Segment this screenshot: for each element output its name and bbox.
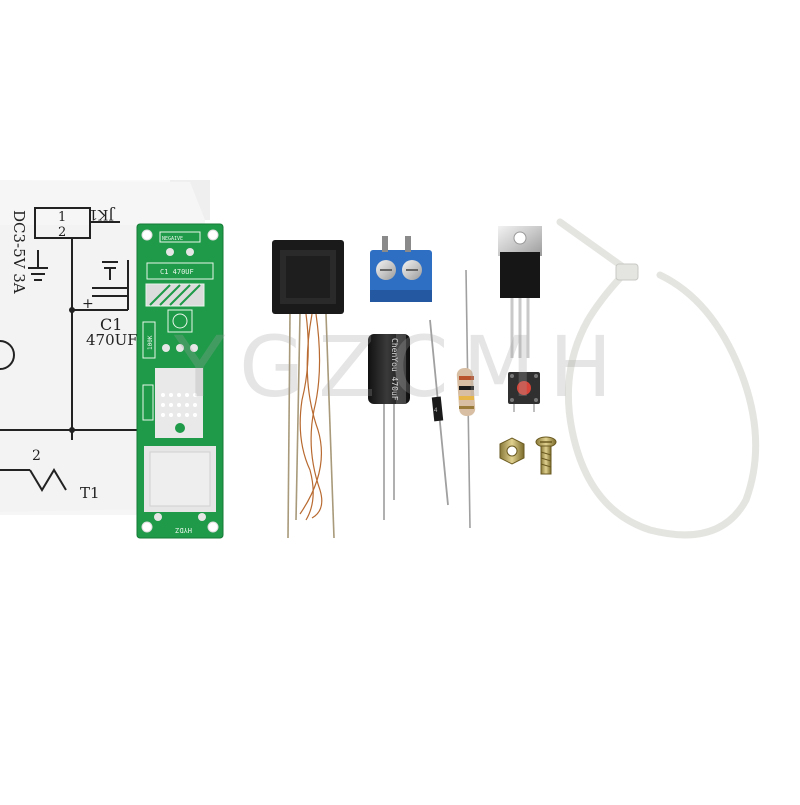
power-transistor bbox=[498, 226, 542, 358]
schematic-cap-value: 470UF bbox=[86, 331, 138, 349]
pcb-top-text: NEGAIVE bbox=[162, 236, 183, 242]
electrolytic-capacitor: ChenYou 470uF bbox=[368, 334, 410, 520]
cable-tie bbox=[556, 218, 760, 539]
hex-nut bbox=[499, 437, 525, 465]
pcb-cap-text: C1 470UF bbox=[160, 268, 194, 276]
ferrite-transformer bbox=[272, 240, 344, 539]
schematic-supply-label: DC3-5V 3A bbox=[10, 210, 28, 294]
schematic-jk-label: JK1 bbox=[89, 206, 116, 222]
pcb-res-text: 100K bbox=[147, 335, 154, 350]
screw bbox=[535, 436, 557, 475]
diode: 4 bbox=[429, 319, 449, 506]
push-button bbox=[508, 372, 540, 412]
schematic-plus: + bbox=[82, 296, 94, 312]
schematic-t-pin: 2 bbox=[32, 448, 41, 464]
screw-terminal bbox=[370, 236, 432, 302]
schematic-pin-1: 1 bbox=[58, 210, 66, 225]
cable-tie-head bbox=[615, 263, 639, 281]
diode-mark: 4 bbox=[434, 408, 438, 414]
pcb-board: NEGAIVE C1 470UF 100K HYDZ bbox=[136, 223, 224, 539]
schematic-transformer-label: T1 bbox=[80, 484, 100, 502]
capacitor-print: ChenYou 470uF bbox=[390, 338, 399, 401]
pcb-model-text: HYDZ bbox=[175, 526, 192, 534]
schematic-cap-name: C1 bbox=[100, 315, 122, 334]
resistor bbox=[456, 269, 476, 529]
schematic-pin-2: 2 bbox=[58, 225, 66, 240]
